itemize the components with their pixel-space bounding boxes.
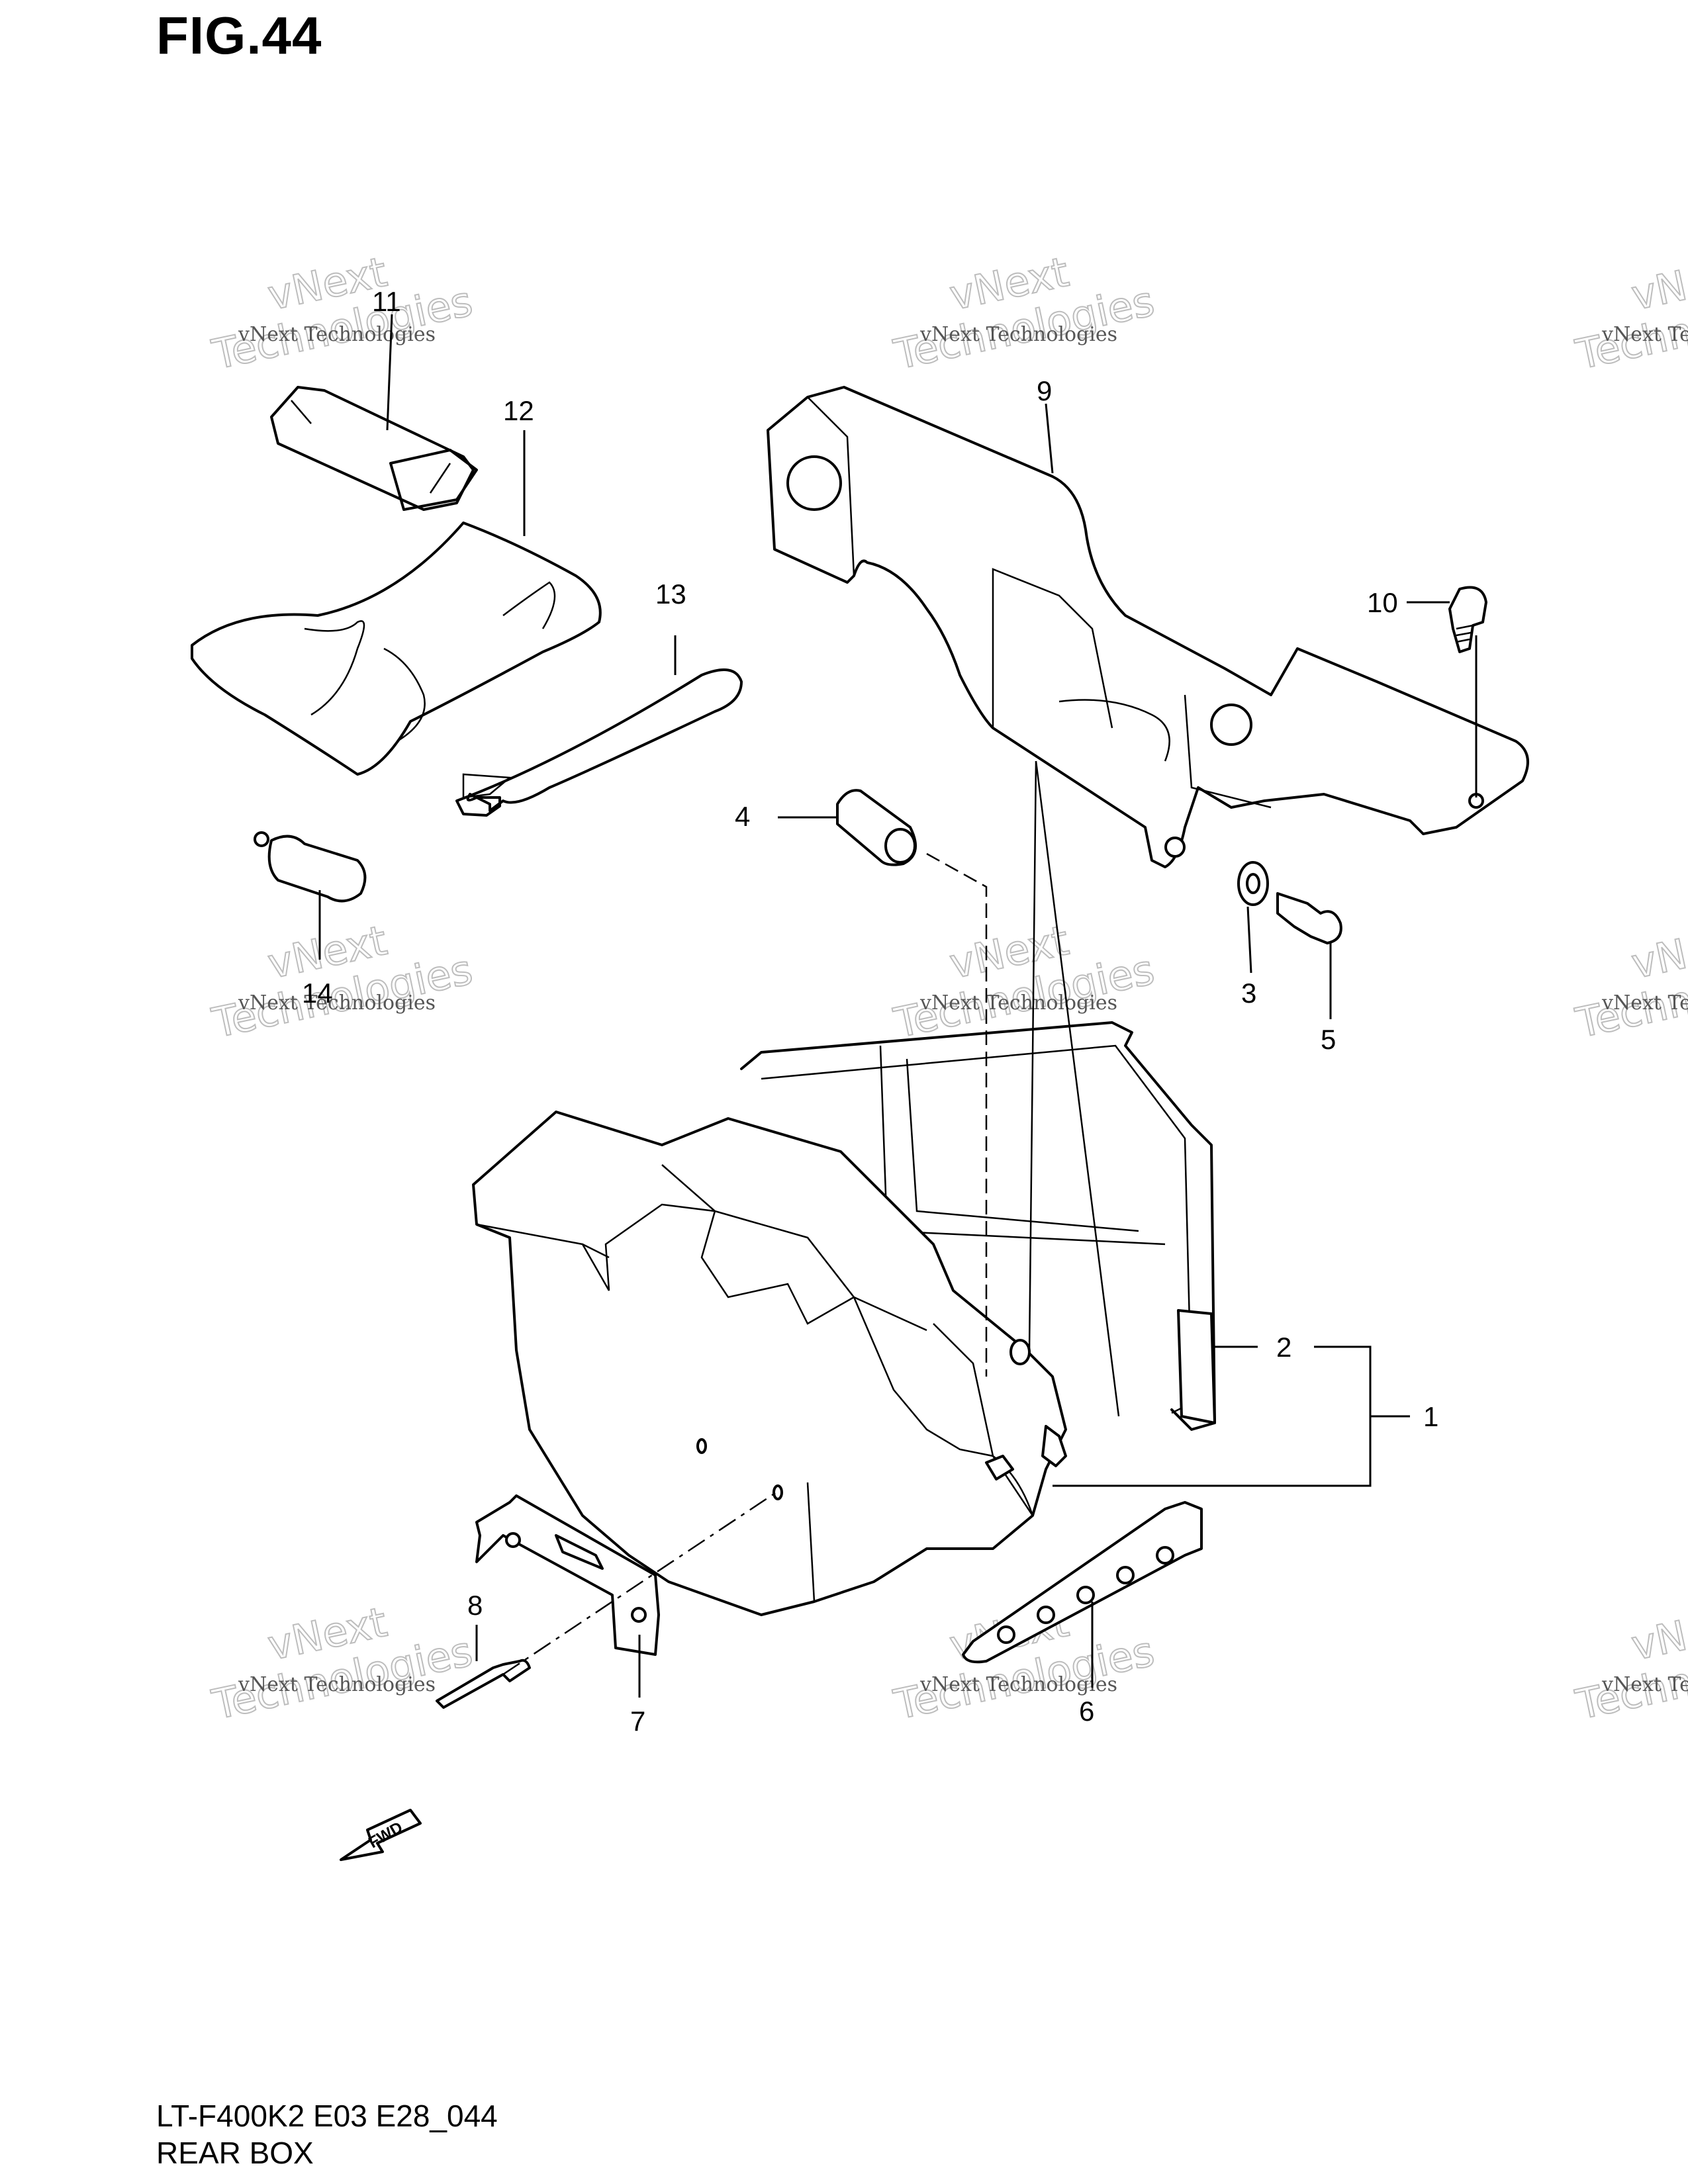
part-13-rod bbox=[455, 668, 743, 817]
svg-text:vNext Technologies: vNext Technologies bbox=[238, 1673, 436, 1696]
part-11-strap bbox=[270, 386, 478, 511]
part-10-bolt bbox=[1448, 586, 1487, 653]
watermark: vNext Technologies vNext Technologies bbox=[889, 915, 1159, 1048]
svg-text:vNext Technologies: vNext Technologies bbox=[919, 991, 1117, 1015]
callout-6: 6 bbox=[1079, 1696, 1094, 1727]
callout-labels: 1 2 3 4 5 6 7 8 9 10 11 12 13 14 bbox=[302, 286, 1438, 1737]
callout-4: 4 bbox=[735, 801, 750, 832]
section-name: REAR BOX bbox=[156, 2136, 314, 2170]
callout-13: 13 bbox=[655, 578, 686, 610]
part-14-pin bbox=[254, 831, 367, 903]
callout-11: 11 bbox=[372, 286, 401, 317]
part-12-cover bbox=[191, 522, 602, 776]
callout-9: 9 bbox=[1037, 375, 1052, 406]
watermark: vNext Technologies vNext Technologies bbox=[889, 247, 1159, 380]
watermark: vNext Technologies vNext Technologies bbox=[1571, 915, 1688, 1048]
part-1-rear-box bbox=[472, 1111, 1067, 1616]
svg-text:vNext Technologies: vNext Technologies bbox=[919, 323, 1117, 346]
watermark: vNext Technologies vNext Technologies bbox=[1571, 247, 1688, 380]
callout-14: 14 bbox=[302, 978, 333, 1009]
part-4-collar bbox=[836, 789, 917, 866]
model-code: LT-F400K2 E03 E28_044 bbox=[156, 2099, 498, 2133]
svg-text:vNext Technologies: vNext Technologies bbox=[238, 991, 436, 1015]
watermark: vNext Technologies vNext Technologies bbox=[889, 1597, 1159, 1730]
watermark: vNext Technologies vNext Technologies bbox=[207, 247, 477, 380]
watermark: vNext Technologies vNext Technologies bbox=[207, 915, 477, 1048]
callout-5: 5 bbox=[1321, 1024, 1336, 1055]
svg-text:vNext Technologies: vNext Technologies bbox=[1601, 323, 1688, 346]
svg-text:vNext Technologies: vNext Technologies bbox=[238, 323, 436, 346]
callout-12: 12 bbox=[503, 395, 534, 426]
callout-10: 10 bbox=[1367, 587, 1398, 618]
part-3-washer bbox=[1237, 861, 1269, 906]
callout-7: 7 bbox=[630, 1706, 645, 1737]
svg-text:vNext Technologies: vNext Technologies bbox=[1601, 1673, 1688, 1696]
callout-8: 8 bbox=[467, 1590, 483, 1621]
fwd-arrow-icon: FWD bbox=[340, 1809, 422, 1861]
watermark: vNext Technologies vNext Technologies bbox=[207, 1597, 477, 1730]
part-7-bracket bbox=[475, 1494, 660, 1656]
part-5-bolt bbox=[1276, 892, 1342, 944]
svg-text:vNext Technologies: vNext Technologies bbox=[1601, 991, 1688, 1015]
svg-text:vNext Technologies: vNext Technologies bbox=[919, 1673, 1117, 1696]
watermark: vNext Technologies vNext Technologies bbox=[1571, 1597, 1688, 1730]
callout-2: 2 bbox=[1276, 1332, 1291, 1363]
callout-1: 1 bbox=[1423, 1401, 1438, 1432]
callout-3: 3 bbox=[1241, 978, 1256, 1009]
part-2-gasket bbox=[740, 1021, 1216, 1431]
part-6-stay bbox=[962, 1501, 1203, 1664]
figure-title: FIG.44 bbox=[156, 6, 322, 65]
leader-lines bbox=[318, 314, 1477, 1698]
part-9-carrier-frame bbox=[767, 386, 1529, 868]
